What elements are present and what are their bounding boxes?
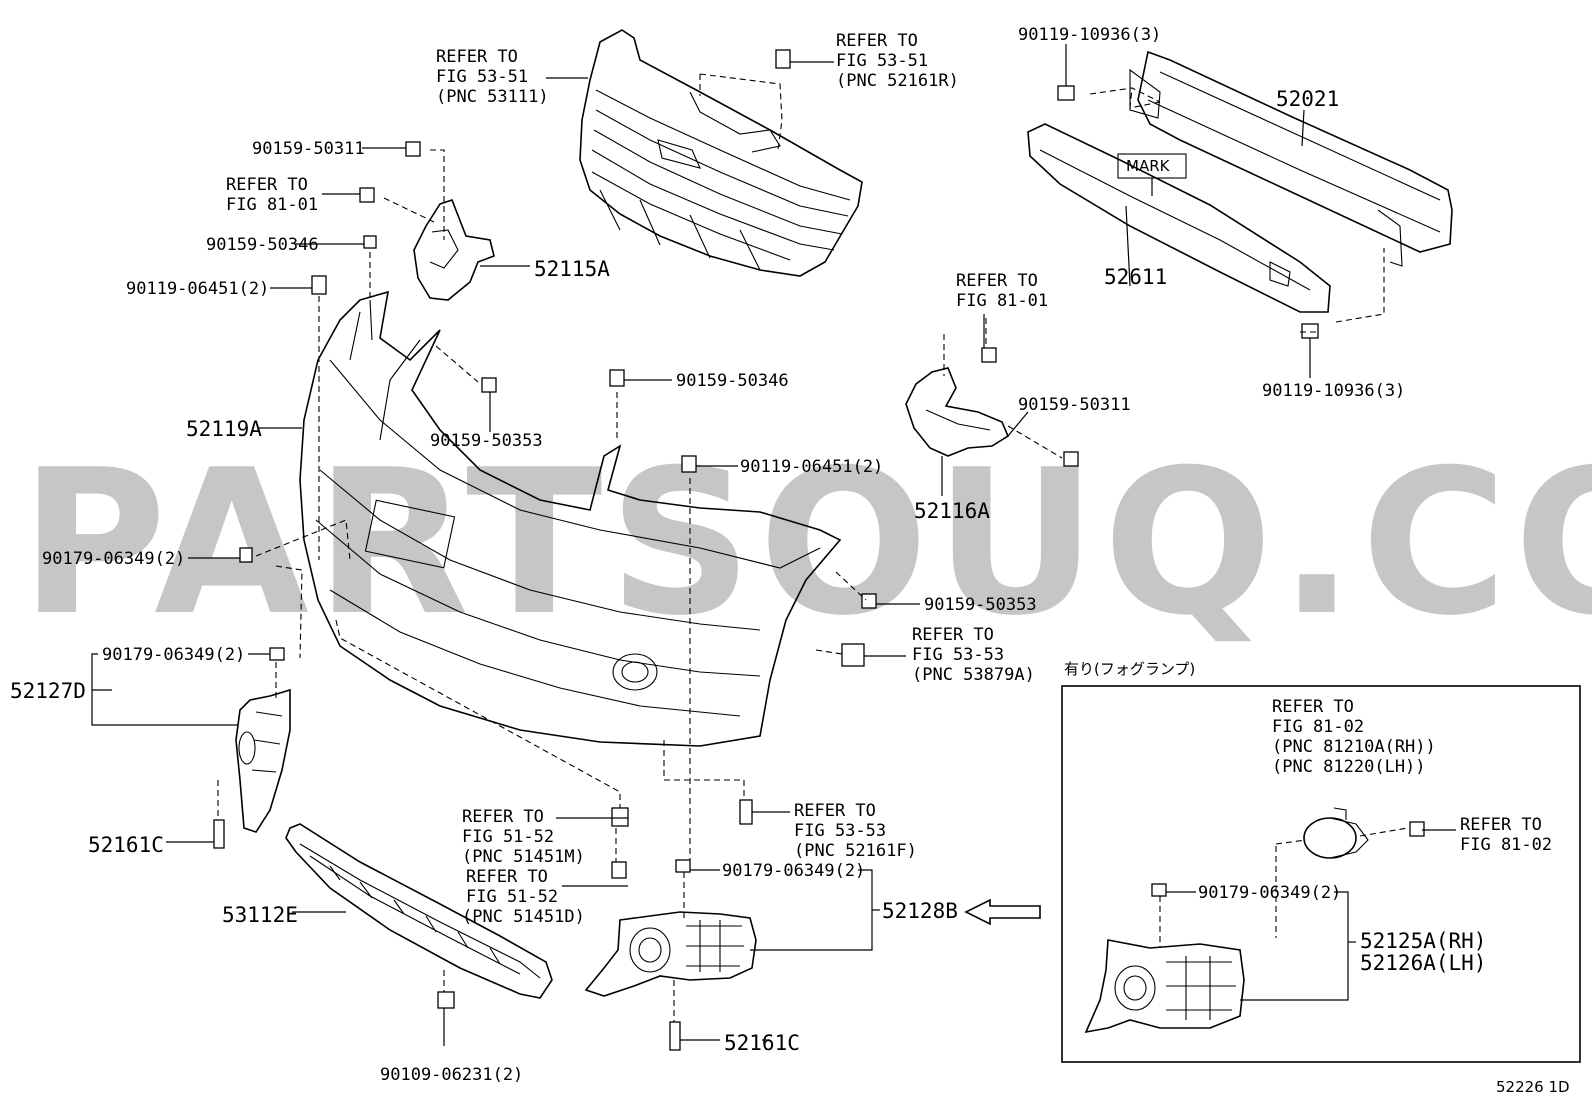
part-90119-10936-top: 90119-10936(3)	[1018, 25, 1161, 45]
part-52119A: 52119A	[186, 417, 262, 441]
part-90119-06451-left: 90119-06451(2)	[126, 279, 269, 299]
fog-cover-52128B-drawing	[584, 911, 757, 997]
bumper-bracket-left-drawing	[413, 199, 495, 301]
ref-53-53-top-2: FIG 53-53	[912, 645, 1004, 665]
ref-51-52-a-3: (PNC 51451M)	[462, 847, 585, 867]
diagram-code: 52226 1D	[1496, 1078, 1570, 1096]
part-90159-50353-right: 90159-50353	[924, 595, 1037, 615]
fog-lamp-drawing	[1303, 807, 1369, 859]
ref-grille-label-3: (PNC 53111)	[436, 87, 549, 107]
part-52115A: 52115A	[534, 257, 610, 281]
part-90119-06451-mid: 90119-06451(2)	[740, 457, 883, 477]
ref-51-52-b-1: REFER TO	[466, 867, 548, 887]
part-52116A: 52116A	[914, 499, 990, 523]
ref-fog-bolt-2: FIG 81-02	[1460, 835, 1552, 855]
part-labels: REFER TO FIG 53-51 (PNC 53111) REFER TO …	[10, 25, 1570, 1096]
part-52161C-bottom: 52161C	[724, 1031, 800, 1055]
ref-grille-label-2: FIG 53-51	[436, 67, 528, 87]
lower-grille-53112E-drawing	[285, 823, 553, 999]
mark-label: MARK	[1126, 157, 1171, 175]
ref-fog-label-1: REFER TO	[1272, 697, 1354, 717]
part-52161C-left: 52161C	[88, 833, 164, 857]
part-90159-50311-left: 90159-50311	[252, 139, 365, 159]
ref-clip-label-2: FIG 53-51	[836, 51, 928, 71]
ref-53-53-bot-1: REFER TO	[794, 801, 876, 821]
ref-51-52-b-3: (PNC 51451D)	[462, 907, 585, 927]
ref-81-01-right-2: FIG 81-01	[956, 291, 1048, 311]
part-90179-06349-left: 90179-06349(2)	[42, 549, 185, 569]
bumper-absorber-drawing	[1027, 123, 1331, 313]
part-53112E: 53112E	[222, 903, 298, 927]
bumper-bracket-right-drawing	[905, 367, 1010, 457]
ref-53-53-bot-3: (PNC 52161F)	[794, 841, 917, 861]
part-90179-06349-left2: 90179-06349(2)	[102, 645, 245, 665]
arrow-to-inset	[964, 898, 1041, 926]
ref-81-01-right-1: REFER TO	[956, 271, 1038, 291]
assembly-dashed-lines	[217, 73, 1409, 1022]
inset-title: 有り(フォグランプ)	[1064, 660, 1195, 678]
ref-51-52-b-2: FIG 51-52	[466, 887, 558, 907]
part-90109-06231: 90109-06231(2)	[380, 1065, 523, 1085]
ref-81-01-left-1: REFER TO	[226, 175, 308, 195]
ref-grille-label-1: REFER TO	[436, 47, 518, 67]
ref-81-01-left-2: FIG 81-01	[226, 195, 318, 215]
ref-fog-label-3: (PNC 81210A(RH))	[1272, 737, 1436, 757]
retainer-52127D-drawing	[235, 688, 291, 833]
part-90179-06349-mid: 90179-06349(2)	[722, 861, 865, 881]
part-52127D: 52127D	[10, 679, 86, 703]
bumper-reinforcement-drawing	[1129, 50, 1453, 267]
part-90179-06349-inset: 90179-06349(2)	[1198, 883, 1341, 903]
part-52128B: 52128B	[882, 899, 958, 923]
ref-53-53-bot-2: FIG 53-53	[794, 821, 886, 841]
ref-fog-bolt-1: REFER TO	[1460, 815, 1542, 835]
bumper-cover-drawing	[299, 290, 842, 747]
ref-fog-label-4: (PNC 81220(LH))	[1272, 757, 1426, 777]
part-52611: 52611	[1104, 265, 1167, 289]
ref-51-52-a-2: FIG 51-52	[462, 827, 554, 847]
ref-fog-label-2: FIG 81-02	[1272, 717, 1364, 737]
ref-53-53-top-3: (PNC 53879A)	[912, 665, 1035, 685]
fog-lamp-inset-box	[1061, 685, 1581, 1063]
leader-lines	[91, 44, 1456, 1046]
ref-clip-label-3: (PNC 52161R)	[836, 71, 959, 91]
radiator-grille-drawing	[579, 29, 863, 277]
part-90119-10936-bottom: 90119-10936(3)	[1262, 381, 1405, 401]
watermark-text: PARTSOUQ.COM	[20, 427, 1592, 660]
part-90159-50346-mid: 90159-50346	[676, 371, 789, 391]
ref-clip-label-1: REFER TO	[836, 31, 918, 51]
part-52125A-rh: 52125A(RH)	[1360, 929, 1486, 953]
part-52021: 52021	[1276, 87, 1339, 111]
part-52126A-lh: 52126A(LH)	[1360, 951, 1486, 975]
ref-53-53-top-1: REFER TO	[912, 625, 994, 645]
part-90159-50353-left: 90159-50353	[430, 431, 543, 451]
part-90159-50311-right: 90159-50311	[1018, 395, 1131, 415]
fog-cover-inset-drawing	[1084, 939, 1245, 1034]
ref-51-52-a-1: REFER TO	[462, 807, 544, 827]
fasteners	[213, 49, 1425, 1051]
part-90159-50346-left: 90159-50346	[206, 235, 319, 255]
